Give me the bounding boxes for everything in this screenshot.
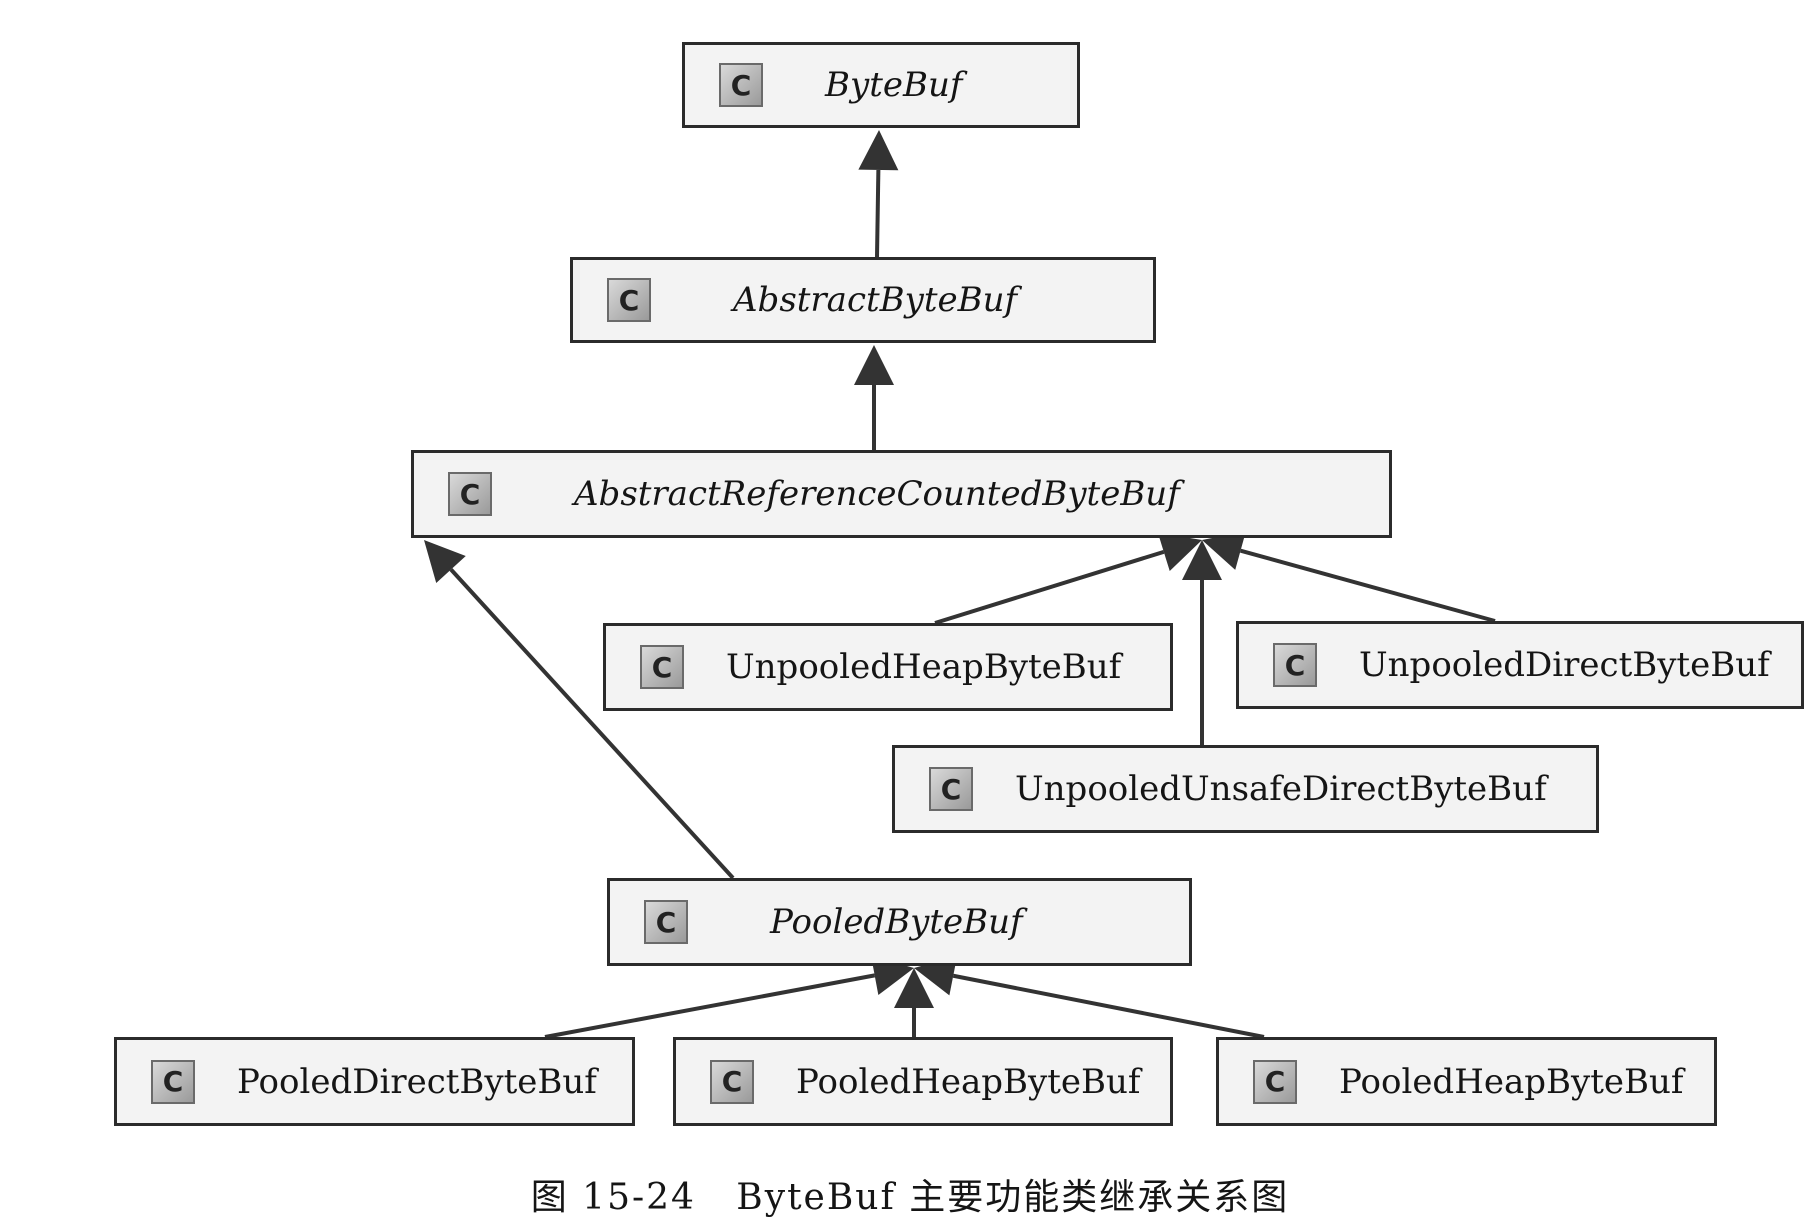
class-icon: C bbox=[1273, 643, 1317, 687]
inheritance-line bbox=[544, 973, 876, 1039]
class-icon: C bbox=[640, 645, 684, 689]
class-node-label: UnpooledUnsafeDirectByteBuf bbox=[1015, 769, 1547, 809]
class-node-label: UnpooledHeapByteBuf bbox=[726, 647, 1122, 687]
class-icon: C bbox=[151, 1059, 195, 1104]
class-node-unpooledunsafedirectbytebuf: C UnpooledUnsafeDirectByteBuf bbox=[892, 745, 1599, 833]
inheritance-line bbox=[449, 568, 735, 880]
class-node-unpooledheapbytebuf: C UnpooledHeapByteBuf bbox=[603, 623, 1173, 711]
class-node-pooledheapbytebuf: C PooledHeapByteBuf bbox=[673, 1037, 1173, 1126]
inheritance-arrowhead bbox=[1157, 532, 1202, 571]
inheritance-arrowhead bbox=[894, 968, 934, 1008]
class-node-label: PooledHeapByteBuf bbox=[796, 1061, 1141, 1102]
class-node-pooledbytebuf: C PooledByteBuf bbox=[607, 878, 1192, 966]
class-node-label: UnpooledDirectByteBuf bbox=[1359, 645, 1770, 685]
class-node-label: AbstractByteBuf bbox=[733, 280, 1018, 320]
class-node-label: AbstractReferenceCountedByteBuf bbox=[574, 474, 1180, 514]
inheritance-line bbox=[934, 549, 1165, 625]
inheritance-arrowhead bbox=[858, 130, 899, 171]
class-node-label: PooledByteBuf bbox=[770, 902, 1023, 942]
class-node-bytebuf: C ByteBuf bbox=[682, 42, 1080, 128]
class-icon: C bbox=[710, 1059, 754, 1104]
class-icon: C bbox=[1253, 1059, 1297, 1104]
inheritance-arrowhead bbox=[424, 540, 466, 584]
class-icon: C bbox=[448, 472, 492, 516]
class-node-pooledheapbytebuf-2: C PooledHeapByteBuf bbox=[1216, 1037, 1717, 1126]
inheritance-arrowhead bbox=[854, 345, 894, 385]
figure-caption: 图 15-24 ByteBuf 主要功能类继承关系图 bbox=[530, 1177, 1290, 1218]
inheritance-line bbox=[875, 169, 881, 258]
class-icon: C bbox=[929, 767, 973, 811]
inheritance-arrowhead bbox=[1182, 540, 1222, 580]
class-icon: C bbox=[644, 900, 688, 944]
inheritance-line bbox=[952, 973, 1265, 1039]
class-node-label: PooledHeapByteBuf bbox=[1339, 1061, 1684, 1102]
class-icon: C bbox=[719, 63, 763, 107]
class-node-label: PooledDirectByteBuf bbox=[237, 1061, 597, 1102]
inheritance-arrowhead bbox=[1202, 531, 1246, 570]
class-icon: C bbox=[607, 278, 651, 322]
class-node-abstractreferencecountedbytebuf: C AbstractReferenceCountedByteBuf bbox=[411, 450, 1392, 538]
class-node-unpooleddirectbytebuf: C UnpooledDirectByteBuf bbox=[1236, 621, 1804, 709]
inheritance-line bbox=[1240, 548, 1496, 623]
class-node-label: ByteBuf bbox=[825, 65, 963, 105]
class-node-abstractbytebuf: C AbstractByteBuf bbox=[570, 257, 1156, 343]
class-node-pooleddirectbytebuf: C PooledDirectByteBuf bbox=[114, 1037, 635, 1126]
